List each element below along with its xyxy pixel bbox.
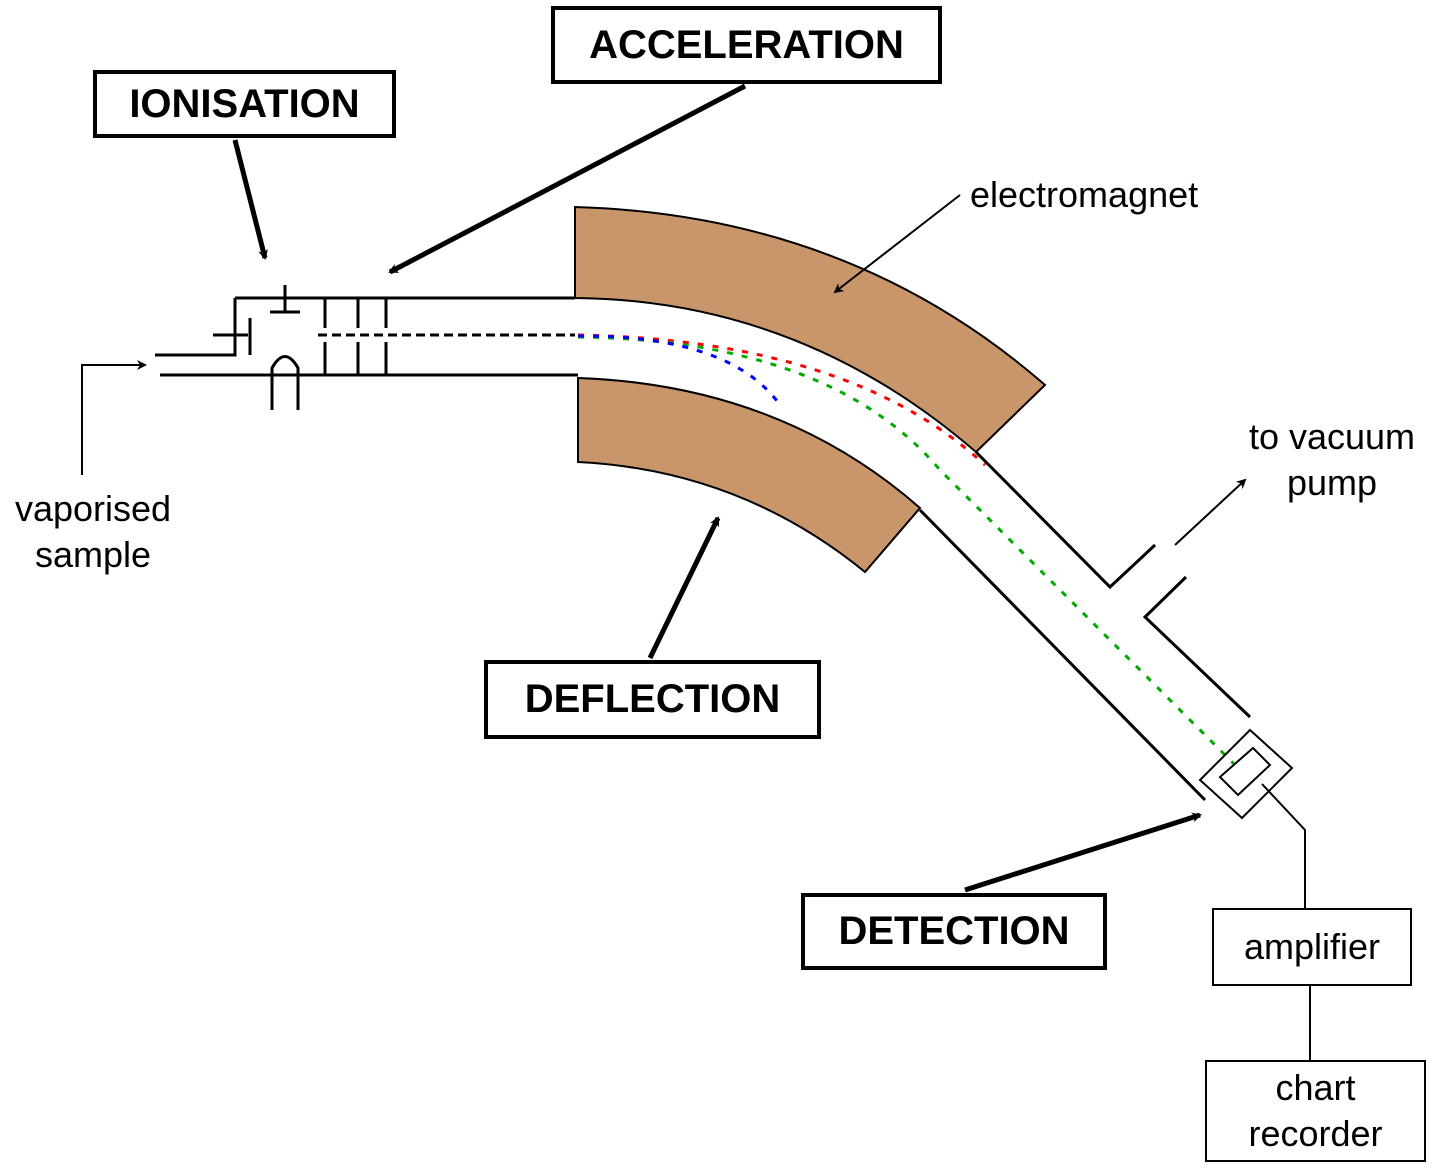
chart-recorder-box: chart recorder <box>1205 1060 1426 1162</box>
vacuum-label-line2: pump <box>1286 462 1378 503</box>
vacuum-pump-arrow <box>1174 478 1247 546</box>
detection-arrow <box>964 812 1202 893</box>
amplifier-box: amplifier <box>1212 908 1412 986</box>
upper-magnet <box>574 205 1047 454</box>
sample-inlet-arrow <box>81 360 147 475</box>
ion-path-heavy <box>577 333 987 467</box>
pointer-arrows <box>232 83 1202 893</box>
ioniser <box>213 285 300 410</box>
recorder-label-line1: chart <box>1275 1067 1356 1108</box>
vaporised-sample-label: vaporised sample <box>0 486 186 578</box>
flight-tube <box>155 296 1252 802</box>
ion-path-light <box>577 334 782 406</box>
vacuum-pump-label: to vacuum pump <box>1232 414 1432 506</box>
ionisation-label: IONISATION <box>93 70 396 138</box>
detector <box>1198 728 1311 1060</box>
ionisation-arrow <box>232 139 268 260</box>
accelerating-plates <box>323 298 388 375</box>
vacuum-label-line1: to vacuum <box>1248 416 1416 457</box>
deflection-label: DEFLECTION <box>484 660 821 739</box>
recorder-label-line2: recorder <box>1248 1113 1383 1154</box>
acceleration-arrow <box>388 83 747 275</box>
deflection-arrow <box>647 516 721 660</box>
detection-label: DETECTION <box>801 893 1107 970</box>
electromagnet-pointer <box>833 194 961 294</box>
sample-label-line2: sample <box>34 534 152 575</box>
electromagnet-label: electromagnet <box>970 174 1199 215</box>
lower-magnet <box>577 376 922 574</box>
sample-label-line1: vaporised <box>14 488 172 529</box>
ion-path-medium <box>577 335 1237 767</box>
acceleration-label: ACCELERATION <box>551 6 942 84</box>
